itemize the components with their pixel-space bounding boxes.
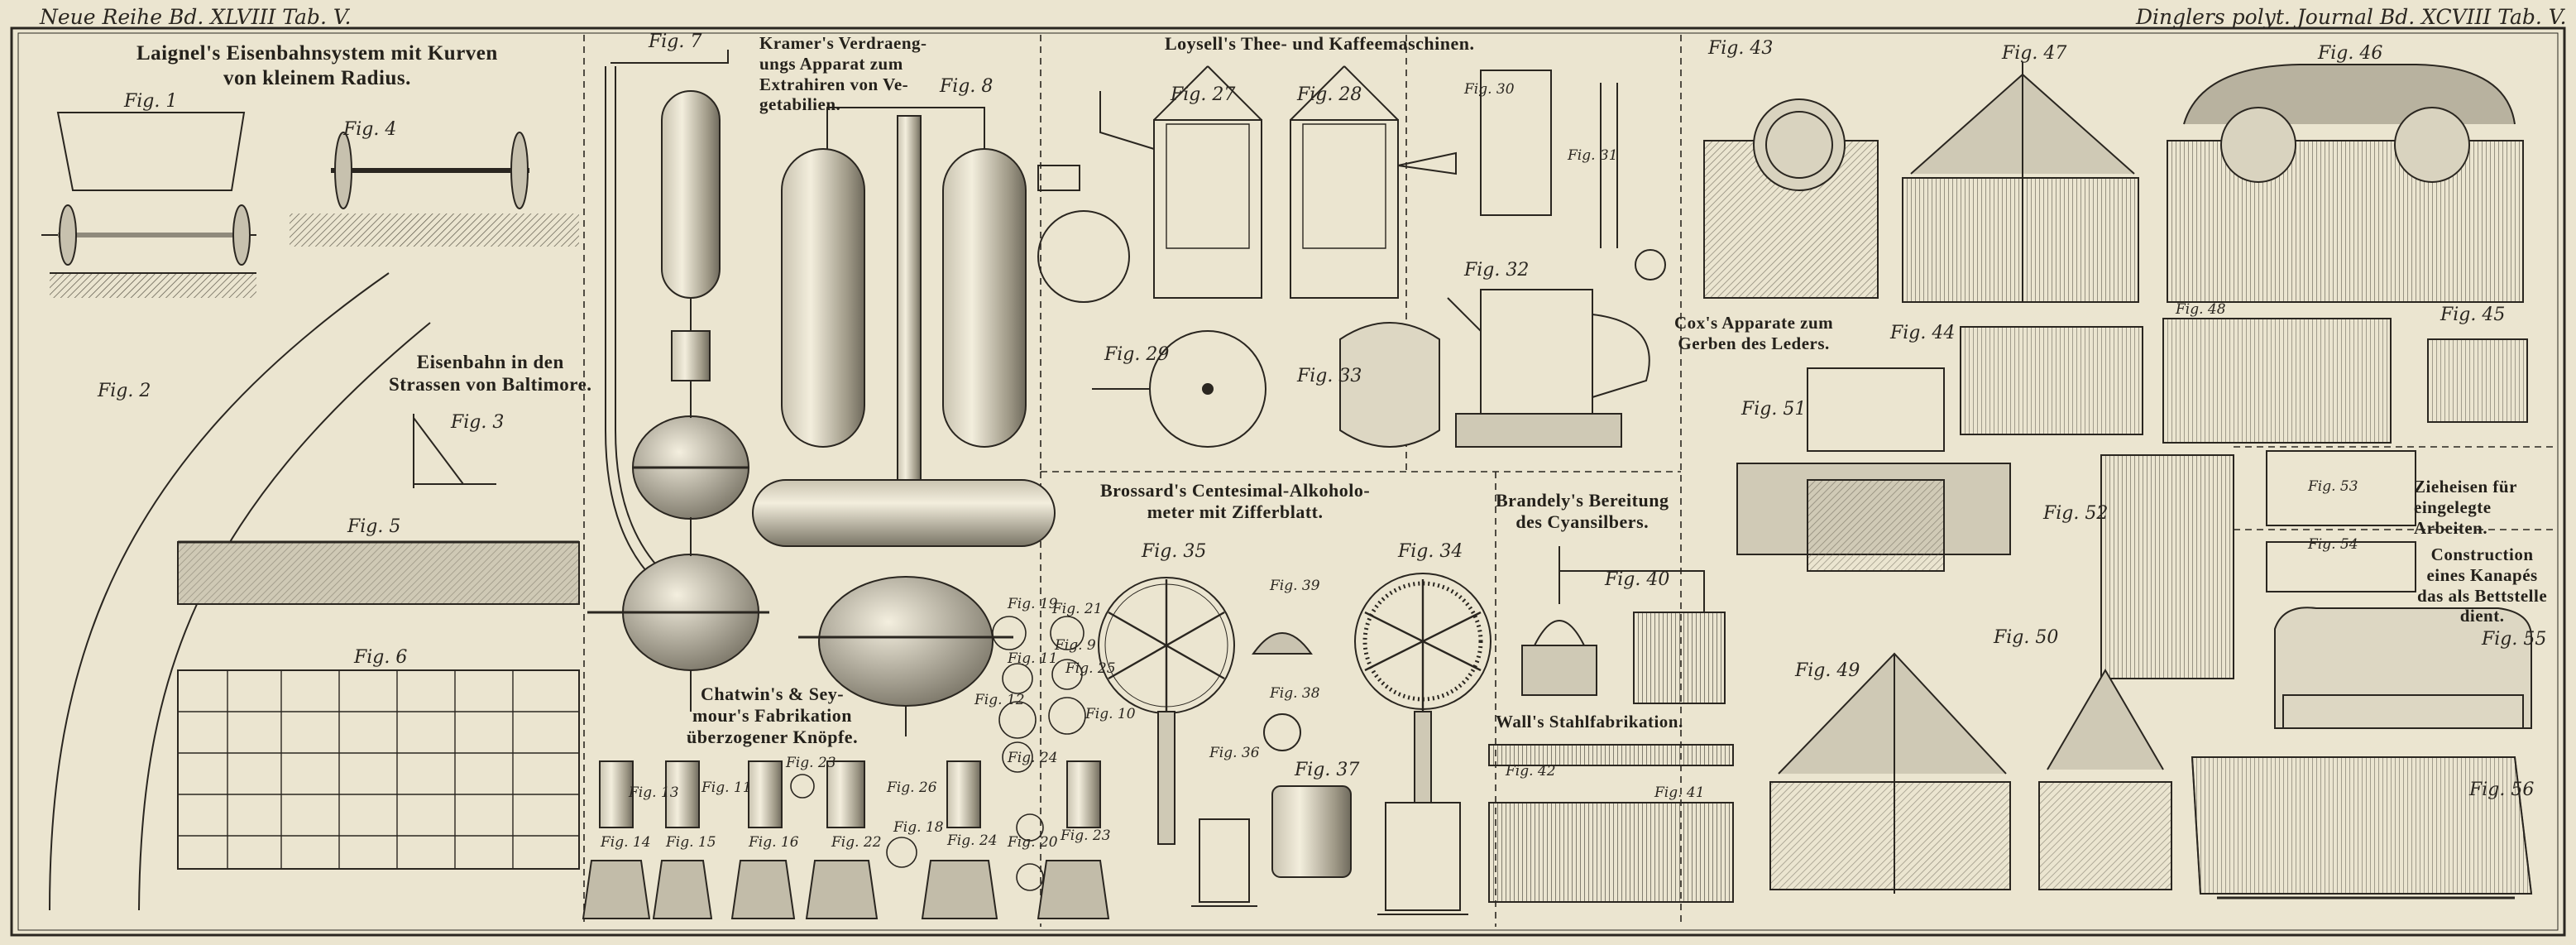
fig-label: Fig. 18	[893, 819, 944, 836]
loysell-machines	[1037, 65, 1666, 448]
brossard-alkoholometer	[1098, 573, 1491, 915]
fig-label: Fig. 45	[2440, 305, 2506, 325]
fig-label: Fig. 51	[1741, 399, 1807, 420]
fig-label: Fig. 25	[1065, 660, 1116, 677]
fig-label: Fig. 42	[1506, 763, 1556, 780]
fig-label: Fig. 5	[347, 516, 401, 537]
fig-label: Fig. 40	[1605, 569, 1670, 590]
fig-label: Fig. 11	[1008, 650, 1058, 667]
fig-label: Fig. 23	[786, 755, 836, 771]
fig-label: Fig. 29	[1104, 344, 1170, 365]
fig-label: Fig. 48	[2176, 301, 2226, 318]
fig-label: Fig. 44	[1890, 323, 1956, 343]
fig-label: Fig. 49	[1795, 660, 1860, 681]
fig-label: Fig. 23	[1061, 827, 1111, 844]
fig-label: Fig. 32	[1464, 260, 1530, 281]
fig-label: Fig. 19	[1008, 596, 1058, 612]
fig-label: Fig. 46	[2318, 43, 2383, 64]
fig-label: Fig. 16	[749, 834, 799, 851]
fig6-stones	[177, 669, 580, 870]
fig-label: Fig. 56	[2469, 780, 2535, 800]
fig-label: Fig. 24	[1008, 750, 1058, 766]
fig-label: Fig. 27	[1171, 84, 1236, 105]
wall-steel	[1488, 744, 1734, 903]
fig-label: Fig. 30	[1464, 81, 1515, 98]
fig-label: Fig. 28	[1297, 84, 1362, 105]
fig-label: Fig. 3	[451, 412, 505, 433]
fig4-axle	[290, 132, 579, 247]
fig-label: Fig. 47	[2002, 43, 2067, 64]
fig-label: Fig. 34	[1398, 541, 1463, 562]
fig-label: Fig. 36	[1209, 745, 1260, 761]
header-series: Neue Reihe Bd. XLVIII Tab. V.	[40, 5, 352, 29]
fig-label: Fig. 7	[649, 31, 702, 52]
fig-label: Fig. 10	[1085, 706, 1136, 722]
fig-label: Fig. 12	[974, 692, 1025, 708]
fig-label: Fig. 11	[701, 780, 752, 796]
fig-label: Fig. 50	[1994, 627, 2059, 648]
fig-label: Fig. 13	[629, 784, 679, 801]
fig-label: Fig. 52	[2043, 503, 2109, 524]
zieheisen-and-kanape	[2191, 450, 2533, 899]
title-loysell: Loysell's Thee- und Kaffeemaschinen.	[1165, 33, 1475, 54]
kramer-apparatus	[587, 50, 1056, 736]
fig-label: Fig. 43	[1708, 38, 1774, 59]
fig-label: Fig. 15	[666, 834, 716, 851]
brandely-apparatus	[1521, 546, 1726, 704]
fig-label: Fig. 4	[343, 119, 397, 140]
fig1-wagon	[41, 112, 256, 298]
fig-label: Fig. 38	[1270, 685, 1320, 702]
fig-label: Fig. 2	[98, 381, 151, 401]
fig-label: Fig. 14	[601, 834, 651, 851]
fig-label: Fig. 22	[831, 834, 882, 851]
title-brossard: Brossard's Centesimal-Alkoholo-meter mit…	[1100, 480, 1371, 522]
chatwin-buttons	[582, 616, 1110, 919]
fig-label: Fig. 55	[2482, 629, 2547, 650]
fig-label: Fig. 6	[354, 647, 408, 668]
fig-label: Fig. 41	[1654, 784, 1705, 801]
fig-label: Fig. 33	[1297, 366, 1362, 386]
title-wall: Wall's Stahlfabrikation.	[1496, 712, 1683, 732]
fig-label: Fig. 37	[1295, 760, 1360, 780]
fig-label: Fig. 54	[2308, 536, 2358, 553]
fig-label: Fig. 8	[940, 76, 994, 97]
fig-label: Fig. 20	[1008, 834, 1058, 851]
plate-border	[10, 26, 2566, 937]
fig-label: Fig. 21	[1052, 601, 1103, 617]
fig-label: Fig. 53	[2308, 478, 2358, 495]
header-journal: Dinglers polyt. Journal Bd. XCVIII Tab. …	[2136, 5, 2567, 29]
fig-label: Fig. 9	[1055, 637, 1096, 654]
fig5-paving	[177, 540, 580, 605]
fig-label: Fig. 35	[1142, 541, 1207, 562]
fig-label: Fig. 24	[947, 832, 998, 849]
fig-label: Fig. 1	[124, 91, 178, 112]
cox-tanning-apparatus	[1703, 62, 2528, 894]
fig3-triangle	[413, 414, 496, 488]
fig-label: Fig. 31	[1568, 147, 1618, 164]
fig-label: Fig. 39	[1270, 578, 1320, 594]
fig-label: Fig. 26	[887, 780, 937, 796]
